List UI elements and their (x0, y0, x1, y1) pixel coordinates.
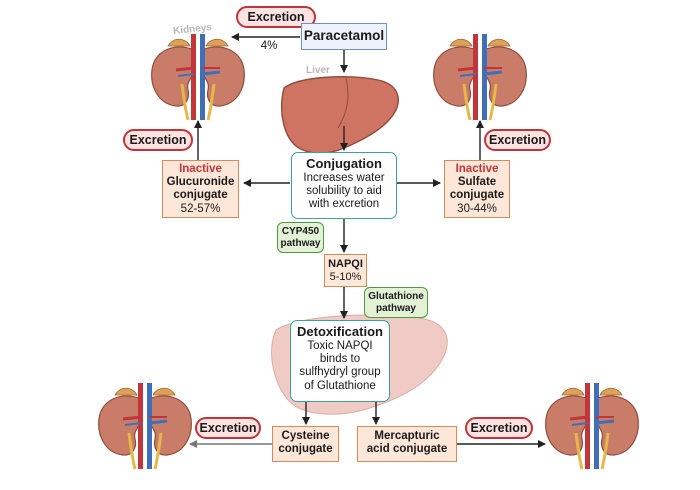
napqi-box: NAPQI 5-10% (324, 254, 367, 287)
napqi-percent: 5-10% (329, 270, 362, 283)
mercapturic-line-2: acid conjugate (366, 443, 448, 456)
kidneys-top-left-graphic (150, 32, 246, 122)
mercapturic-conjugate-box: Mercapturic acid conjugate (357, 426, 457, 462)
detox-line-3: sulfhydryl group (299, 366, 381, 379)
liver-top-graphic (281, 76, 399, 154)
conjugation-title: Conjugation (306, 156, 382, 171)
sulfate-name-2: conjugate (449, 189, 505, 202)
top-excretion-pill: Excretion (236, 6, 316, 28)
paracetamol-label: Paracetamol (303, 28, 385, 43)
bottom-right-excretion-pill: Excretion (465, 417, 533, 439)
detoxification-box: Detoxification Toxic NAPQI binds to sulf… (290, 320, 390, 402)
liver-label: Liver (306, 65, 330, 76)
glucuronide-name-2: conjugate (173, 189, 228, 202)
left-excretion-pill: Excretion (123, 129, 193, 151)
glucuronide-status: Inactive (179, 163, 222, 175)
cysteine-conjugate-box: Cysteine conjugate (272, 426, 339, 462)
sulfate-percent: 30-44% (457, 202, 497, 215)
sulfate-status: Inactive (455, 163, 499, 175)
detox-line-4: of Glutathione (304, 379, 376, 392)
right-excretion-pill: Excretion (484, 129, 551, 151)
cyp450-line-1: CYP450 (281, 226, 320, 237)
conjugation-line-1: Increases water (303, 171, 385, 184)
conjugation-box: Conjugation Increases water solubility t… (291, 152, 397, 219)
napqi-name: NAPQI (328, 258, 363, 270)
kidneys-bottom-right-graphic (544, 381, 640, 471)
mercapturic-line-1: Mercapturic (374, 430, 440, 442)
glutathione-line-1: Glutathione (368, 291, 424, 302)
detox-line-2: binds to (319, 353, 361, 366)
bottom-left-excretion-pill: Excretion (195, 417, 261, 439)
conjugation-line-2: solubility to aid (306, 185, 382, 198)
cysteine-line-1: Cysteine (281, 430, 330, 442)
detox-line-1: Toxic NAPQI (307, 339, 373, 352)
sulfate-box: Inactive Sulfate conjugate 30-44% (444, 160, 510, 218)
cyp450-line-2: pathway (280, 238, 321, 249)
glutathione-line-2: pathway (375, 303, 416, 314)
paracetamol-box: Paracetamol (301, 23, 387, 50)
glucuronide-name-1: Glucuronide (166, 176, 235, 189)
glutathione-pathway-badge: Glutathione pathway (364, 287, 428, 318)
kidneys-bottom-left-graphic (97, 381, 193, 471)
kidneys-top-right-graphic (432, 32, 528, 122)
glucuronide-percent: 52-57% (180, 202, 221, 215)
cyp450-pathway-badge: CYP450 pathway (277, 222, 324, 253)
conjugation-line-3: with excretion (308, 198, 380, 211)
sulfate-name-1: Sulfate (457, 176, 497, 189)
glucuronide-box: Inactive Glucuronide conjugate 52-57% (162, 160, 239, 218)
cysteine-line-2: conjugate (278, 443, 333, 456)
top-excretion-percent: 4% (260, 40, 278, 52)
detox-title: Detoxification (297, 324, 383, 339)
